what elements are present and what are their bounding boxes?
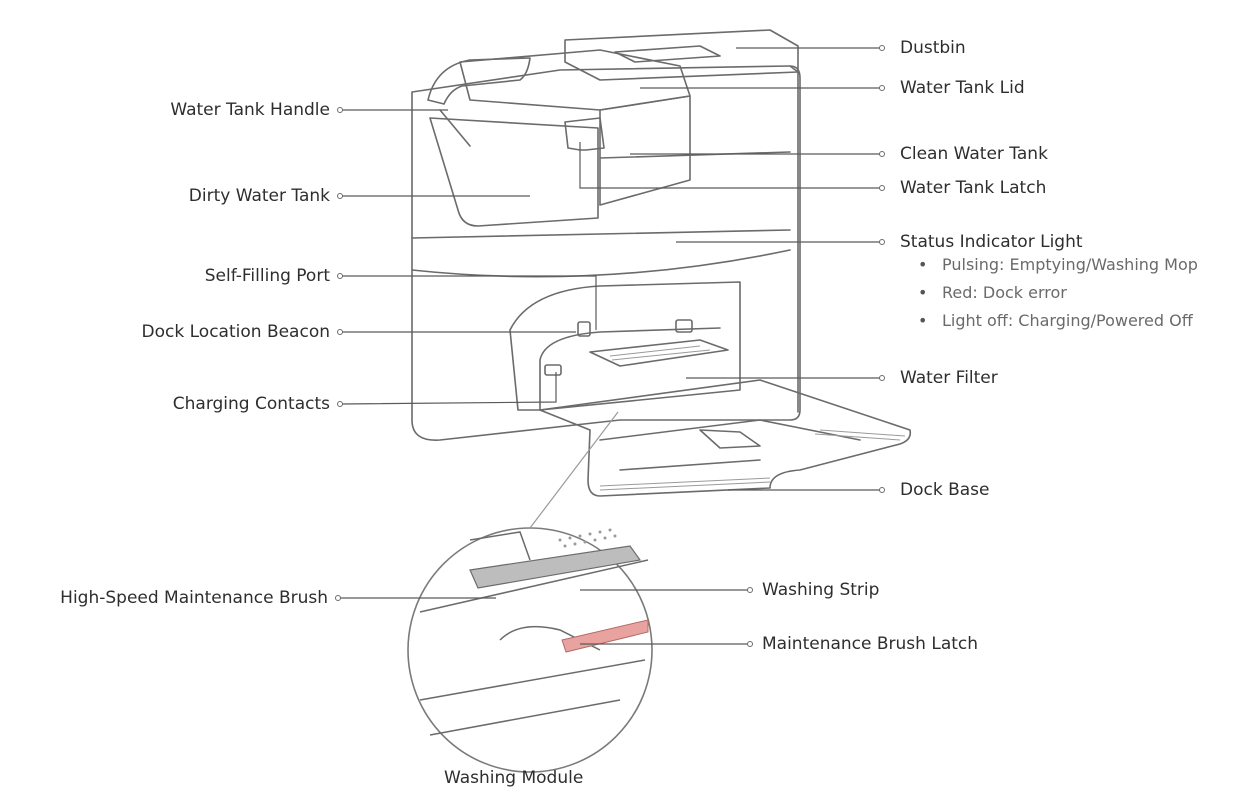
water-tank-handle-shape (427, 57, 531, 105)
label-water-tank-handle: Water Tank Handle (170, 100, 330, 120)
label-water-tank-latch: Water Tank Latch (900, 178, 1047, 198)
label-status-indicator-light: Status Indicator Light (900, 232, 1083, 252)
status-detail-red: Red: Dock error (918, 282, 1067, 304)
label-high-speed-maintenance-brush: High-Speed Maintenance Brush (60, 588, 328, 608)
leader-charging-contacts (341, 372, 557, 405)
dustbin-shape (564, 29, 799, 81)
leader-self-filling-port (342, 275, 597, 330)
label-dock-base: Dock Base (900, 480, 990, 500)
label-maintenance-brush-latch: Maintenance Brush Latch (762, 634, 979, 654)
water-filter-shape (589, 339, 729, 367)
label-dirty-water-tank: Dirty Water Tank (188, 186, 330, 206)
dock-cavity (509, 281, 741, 411)
water-tank-latch-shape (564, 117, 605, 151)
label-clean-water-tank: Clean Water Tank (900, 144, 1048, 164)
inset-caption: Washing Module (444, 768, 584, 788)
status-detail-pulsing: Pulsing: Emptying/Washing Mop (918, 254, 1198, 276)
label-charging-contacts: Charging Contacts (172, 394, 330, 414)
label-self-filling-port: Self-Filling Port (204, 266, 330, 286)
dirty-water-tank-shape (429, 117, 599, 227)
label-water-tank-lid: Water Tank Lid (900, 78, 1025, 98)
label-dustbin: Dustbin (900, 38, 966, 58)
label-washing-strip: Washing Strip (762, 580, 880, 600)
dock-body-outline (411, 65, 801, 441)
clean-water-tank-shape (599, 95, 691, 206)
label-dock-location-beacon: Dock Location Beacon (141, 322, 330, 342)
dock-base-shape (539, 379, 912, 497)
washing-strip-shape (469, 545, 642, 589)
leader-water-tank-latch (579, 142, 880, 189)
status-detail-off: Light off: Charging/Powered Off (918, 310, 1193, 332)
label-water-filter: Water Filter (900, 368, 998, 388)
